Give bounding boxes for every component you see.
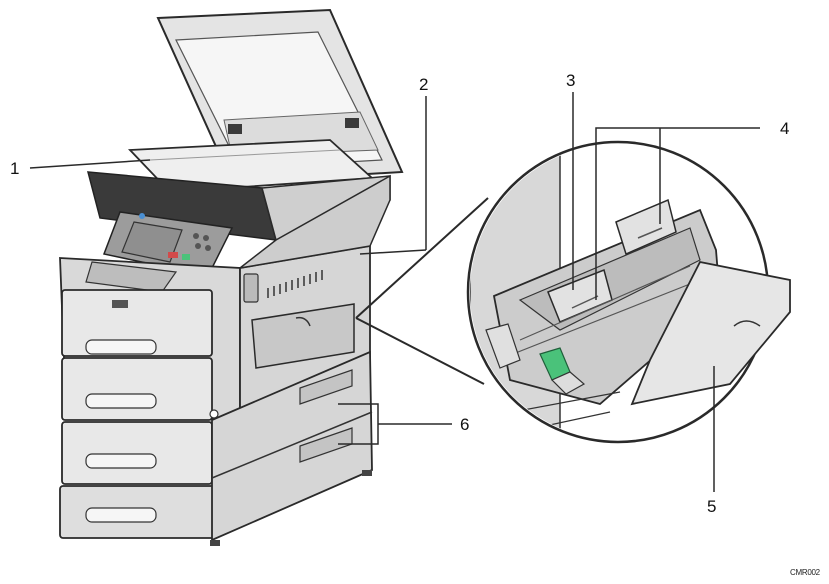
scanner-front-rail [87,171,391,241]
callout-5: 5 [707,497,717,516]
figure-code: CMR002 [790,568,820,577]
paper-trays [59,289,217,539]
bypass-tray-extender [630,260,791,406]
document-lid [156,8,404,184]
paper-guide-right [615,198,677,256]
bypass-tray-detail [466,140,791,444]
paper-tray-2 [61,357,213,421]
leader-lines [29,92,760,492]
magnification-lines [355,197,489,385]
callout-1: 1 [10,159,20,178]
callout-4: 4 [780,119,790,138]
paper-tray-3 [61,421,213,485]
leader-line-2-tick [359,249,427,255]
callout-3: 3 [566,71,576,90]
side-vent [267,270,323,298]
lower-paper-tray-unit [209,350,373,546]
leader-line-4 [595,127,760,300]
callout-2: 2 [419,75,429,94]
leader-line-1 [29,159,151,169]
release-lever [539,347,586,395]
callout-6: 6 [460,415,470,434]
control-panel [102,211,234,277]
